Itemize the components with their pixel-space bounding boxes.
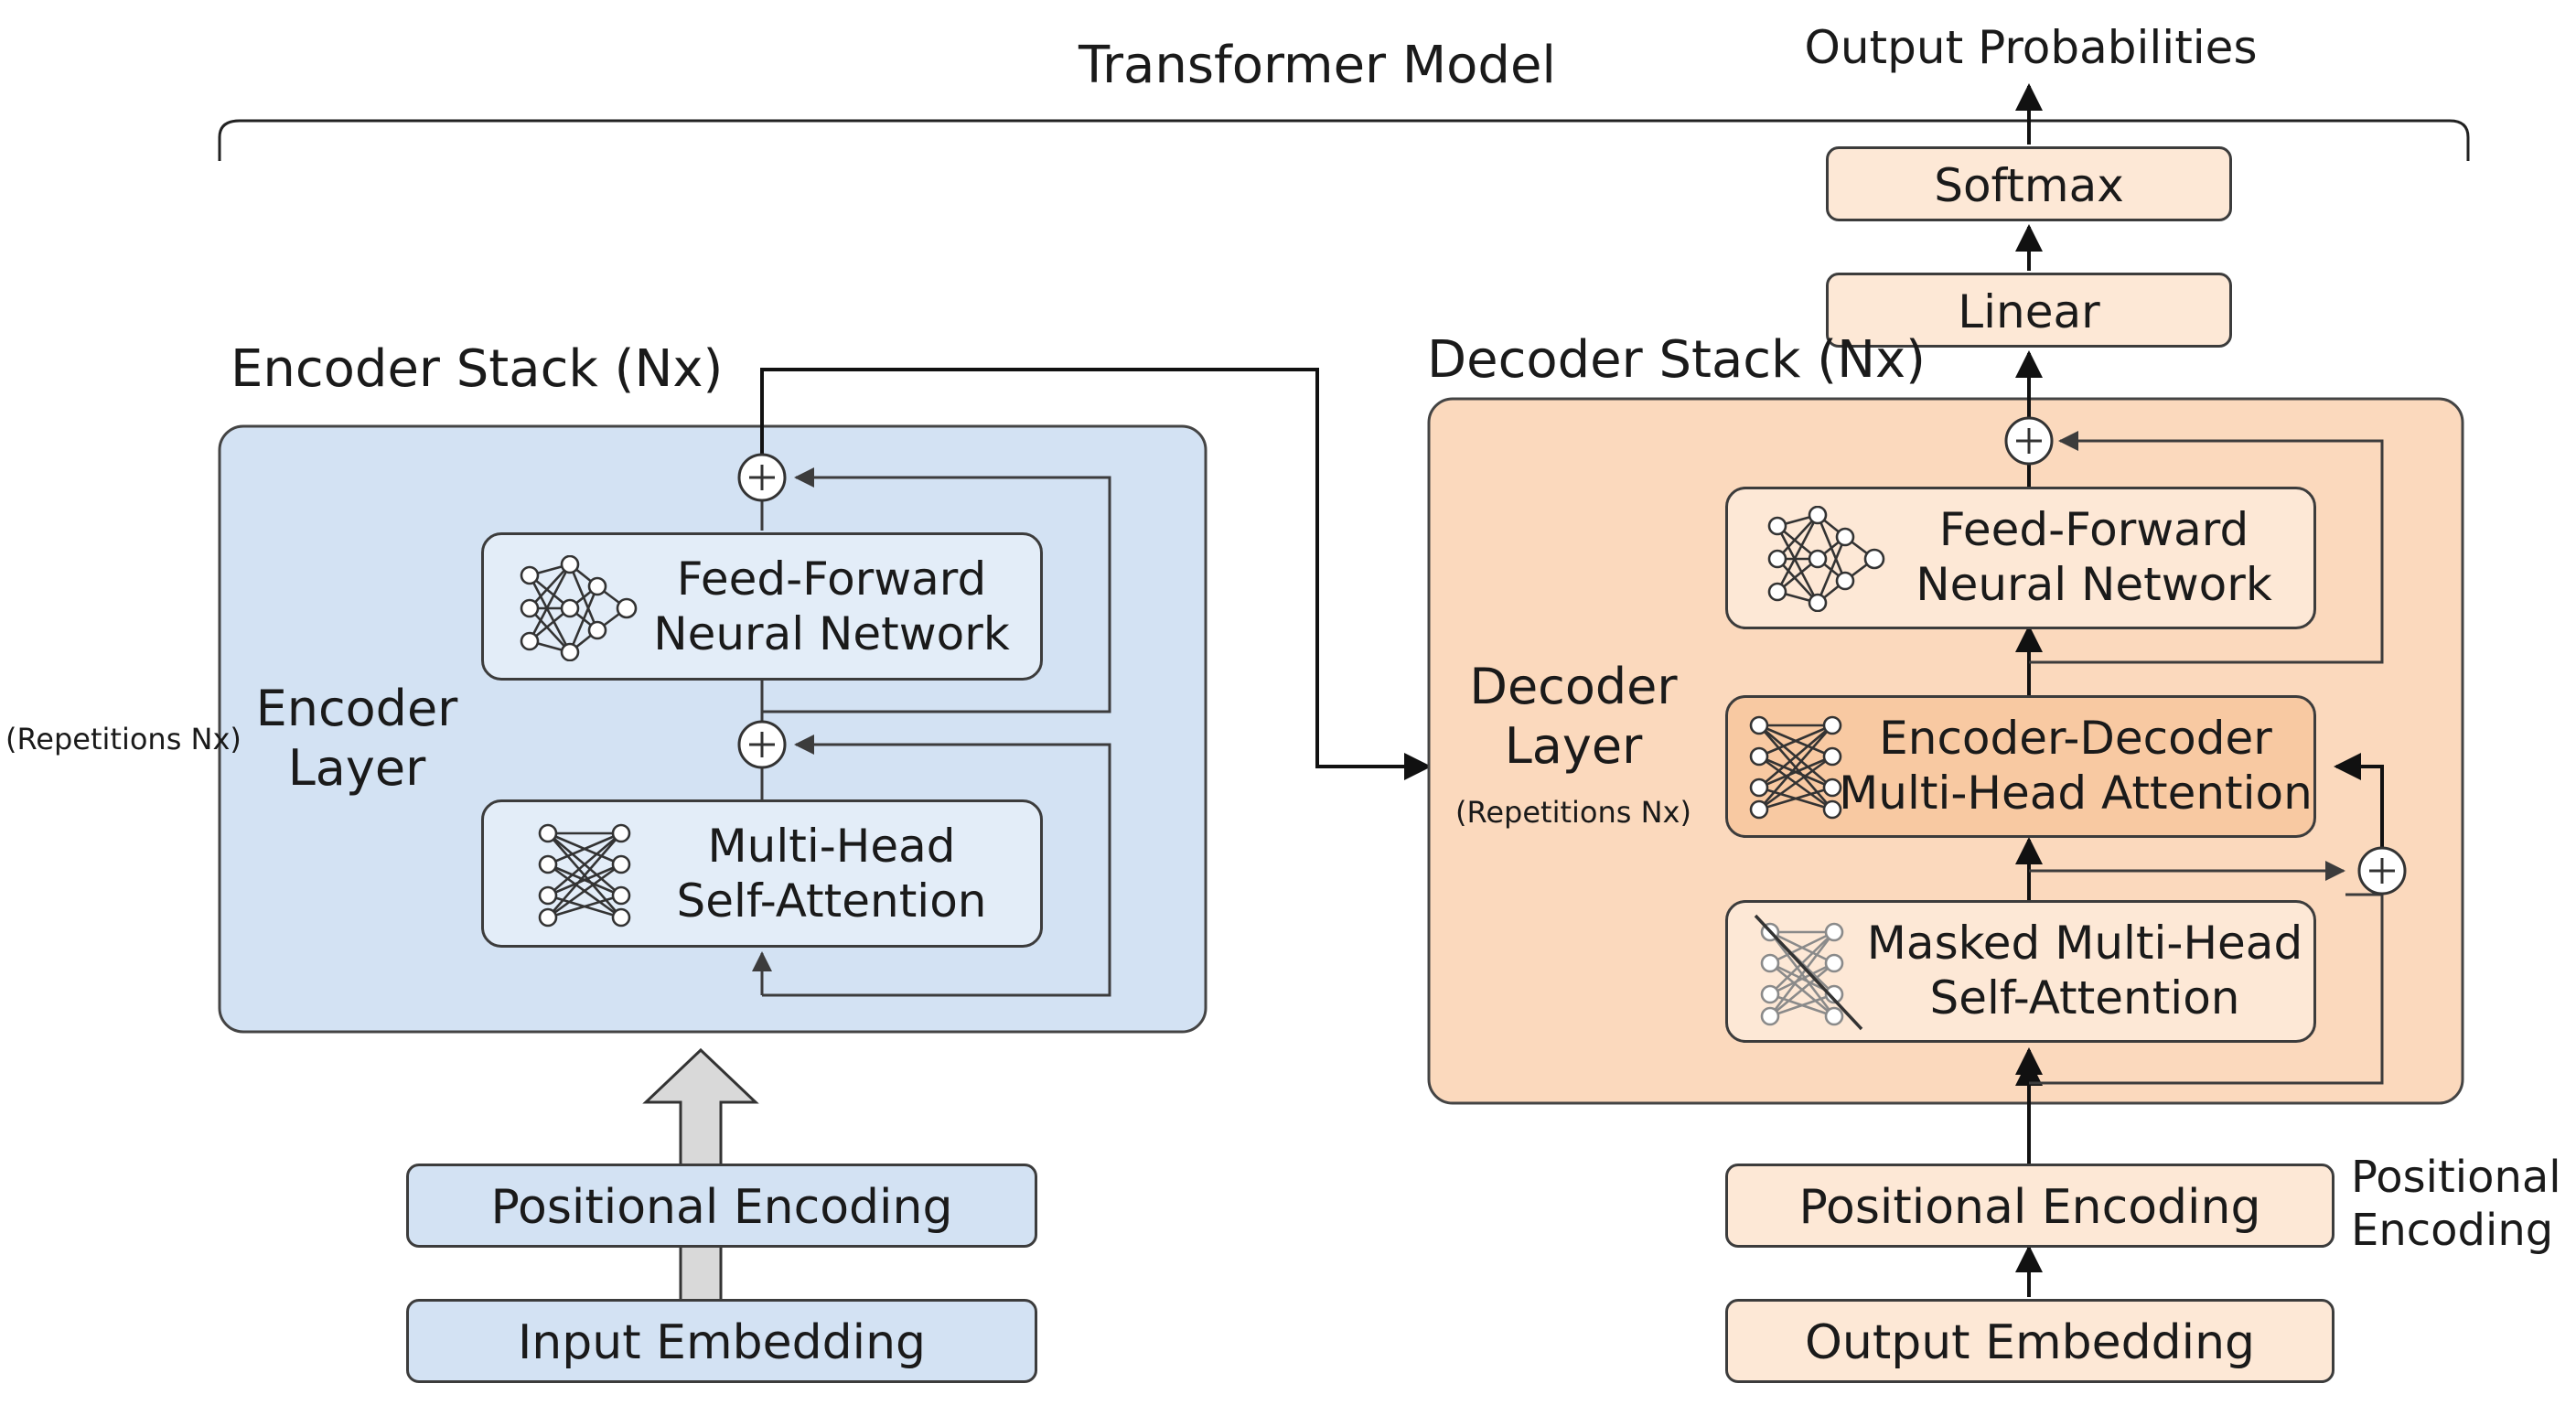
decoder-masked-attn-line2: Self-Attention [1929, 971, 2240, 1024]
decoder-ffn-block: Feed-Forward Neural Network [1725, 487, 2316, 629]
encoder-layer-label-line1: Encoder [255, 680, 458, 738]
encoder-attn-residual [762, 735, 1111, 997]
decoder-stack-label: Decoder Stack (Nx) [1427, 330, 1927, 390]
output-probabilities-label: Output Probabilities [1804, 21, 2258, 74]
encoder-ffn-line1: Feed-Forward [676, 552, 987, 606]
decoder-side-label-line1: Positional [2351, 1152, 2561, 1204]
linear-label: Linear [1958, 285, 2100, 338]
decoder-ffn-label: Feed-Forward Neural Network [1902, 495, 2286, 619]
masked-attention-icon [1754, 914, 1863, 1031]
decoder-layer-label-line2: Layer [1504, 717, 1643, 775]
decoder-positional-encoding-block: Positional Encoding [1725, 1164, 2334, 1248]
encoder-positional-encoding-label: Positional Encoding [490, 1180, 953, 1235]
output-embedding-block: Output Embedding [1725, 1299, 2334, 1383]
softmax-block: Softmax [1826, 146, 2232, 221]
encoder-ffn-line2: Neural Network [653, 607, 1010, 660]
decoder-masked-attn-label: Masked Multi-Head Self-Attention [1867, 908, 2302, 1033]
attention-icon [538, 823, 631, 928]
encoder-ffn-label: Feed-Forward Neural Network [649, 542, 1014, 670]
linear-block: Linear [1826, 273, 2232, 348]
diagram-title: Transformer Model [1079, 36, 1556, 95]
decoder-ffn-residual [2029, 431, 2384, 664]
attention-icon [1749, 715, 1842, 820]
encoder-positional-encoding-block: Positional Encoding [406, 1164, 1037, 1248]
decoder-layer-label-line1: Decoder [1469, 658, 1678, 716]
decoder-cross-attn-line2: Multi-Head Attention [1839, 767, 2313, 820]
decoder-side-label-line2: Encoding [2351, 1205, 2554, 1256]
decoder-masked-residual [2029, 893, 2384, 1085]
encoder-attn-line1: Multi-Head [707, 820, 956, 873]
neural-network-icon [1767, 506, 1885, 612]
decoder-masked-attn-line1: Masked Multi-Head [1866, 917, 2303, 970]
decoder-masked-attention-block: Masked Multi-Head Self-Attention [1725, 900, 2316, 1043]
encoder-self-attention-block: Multi-Head Self-Attention [481, 799, 1043, 948]
decoder-positional-encoding-label: Positional Encoding [1798, 1180, 2261, 1235]
input-embedding-block: Input Embedding [406, 1299, 1037, 1383]
encoder-to-decoder-link [760, 368, 1432, 780]
model-brace [218, 119, 2470, 161]
repetitions-side-label: (Repetitions Nx) [5, 722, 242, 756]
decoder-layer-label: Decoder Layer [1464, 653, 1683, 781]
decoder-cross-attention-block: Encoder-Decoder Multi-Head Attention [1725, 695, 2316, 838]
decoder-cross-attn-label: Encoder-Decoder Multi-Head Attention [1839, 703, 2313, 828]
decoder-ffn-line2: Neural Network [1916, 558, 2272, 611]
encoder-ffn-residual [762, 467, 1111, 713]
softmax-label: Softmax [1934, 159, 2124, 212]
output-embedding-label: Output Embedding [1804, 1315, 2256, 1370]
input-embedding-label: Input Embedding [517, 1315, 927, 1370]
decoder-ffn-line1: Feed-Forward [1938, 503, 2249, 556]
encoder-ffn-block: Feed-Forward Neural Network [481, 532, 1043, 681]
neural-network-icon [520, 555, 638, 661]
encoder-stack-label: Encoder Stack (Nx) [231, 339, 724, 399]
encoder-attn-label: Multi-Head Self-Attention [649, 810, 1014, 938]
decoder-add-to-cross [2334, 753, 2384, 847]
decoder-repetitions-label: (Repetitions Nx) [1455, 795, 1691, 830]
encoder-attn-line2: Self-Attention [676, 874, 987, 928]
encoder-layer-label-line2: Layer [287, 739, 426, 797]
encoder-layer-label: Encoder Layer [247, 675, 467, 803]
decoder-side-positional-label: Positional Encoding [2351, 1145, 2567, 1264]
decoder-cross-attn-line1: Encoder-Decoder [1879, 712, 2272, 765]
